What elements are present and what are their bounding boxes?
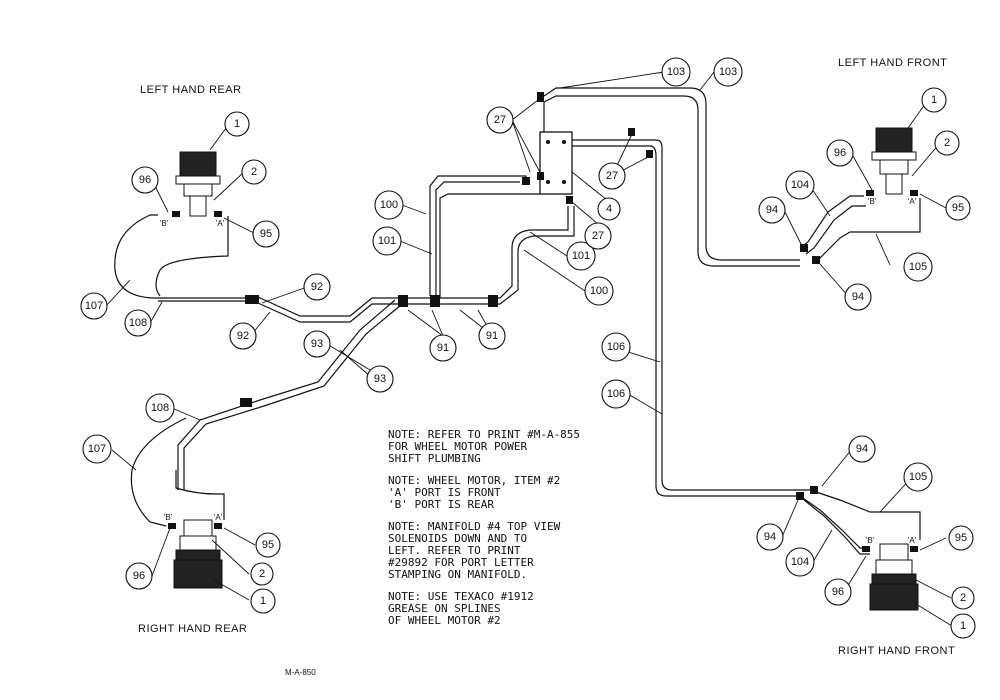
callout-96-left-front: 96	[834, 147, 846, 159]
callout-95-right-rear: 95	[262, 539, 274, 551]
callout-1-right-rear: 1	[260, 595, 266, 607]
callout-100-left: 100	[380, 199, 398, 211]
note-1-line-3: SHIFT PLUMBING	[388, 452, 481, 465]
port-b-left-rear: 'B'	[160, 219, 169, 228]
note-2-line-2: 'A' PORT IS FRONT	[388, 486, 501, 499]
callout-2-left-rear: 2	[251, 166, 257, 178]
port-b-right-front: 'B'	[866, 536, 875, 545]
callout-105-left-front: 105	[909, 261, 927, 273]
callout-27-lower: 27	[592, 230, 604, 242]
callout-100-right: 100	[590, 285, 608, 297]
wheel-motor-right-front	[862, 543, 919, 611]
port-b-right-rear: 'B'	[164, 513, 173, 522]
callout-numbers: 1 2 96 95 107 108 92 92 93 93 100 101 10…	[85, 66, 967, 632]
callout-circles	[80, 57, 976, 639]
note-1-line-1: NOTE: REFER TO PRINT #M-A-855	[388, 428, 580, 441]
callout-2-right-front: 2	[960, 592, 966, 604]
callout-1-right-front: 1	[960, 620, 966, 632]
note-2-line-1: NOTE: WHEEL MOTOR, ITEM #2	[388, 474, 560, 487]
port-a-right-rear: 'A'	[214, 513, 223, 522]
callout-104-right-front: 104	[791, 556, 809, 568]
callout-107-left-rear: 107	[85, 300, 103, 312]
callout-95-left-front: 95	[952, 202, 964, 214]
title-left-hand-rear: LEFT HAND REAR	[140, 84, 242, 96]
hose-network	[114, 87, 921, 555]
callout-108-right-rear: 108	[151, 402, 169, 414]
title-left-hand-front: LEFT HAND FRONT	[838, 57, 947, 69]
note-3-line-4: #29892 FOR PORT LETTER	[388, 556, 534, 569]
note-1-line-2: FOR WHEEL MOTOR POWER	[388, 440, 527, 453]
note-4-line-1: NOTE: USE TEXACO #1912	[388, 590, 534, 603]
callout-1-left-front: 1	[931, 94, 937, 106]
callout-95-left-rear: 95	[260, 228, 272, 240]
callout-93-right: 93	[374, 373, 386, 385]
callout-95-right-front: 95	[955, 532, 967, 544]
callout-96-right-rear: 96	[133, 570, 145, 582]
callout-108-left-rear: 108	[129, 317, 147, 329]
note-3-line-3: LEFT. REFER TO PRINT	[388, 544, 521, 557]
wheel-motor-right-rear	[168, 519, 223, 589]
title-right-hand-rear: RIGHT HAND REAR	[138, 623, 247, 635]
callout-94-left-front-a: 94	[766, 204, 778, 216]
note-4-line-2: GREASE ON SPLINES	[388, 602, 501, 615]
callout-106-lower: 106	[607, 388, 625, 400]
port-b-left-front: 'B'	[868, 197, 877, 206]
callout-93-left: 93	[311, 338, 323, 350]
callout-101-left: 101	[378, 235, 396, 247]
wheel-motor-left-front	[866, 127, 918, 196]
note-4-line-3: OF WHEEL MOTOR #2	[388, 614, 501, 627]
leader-lines	[105, 71, 953, 627]
note-3-line-1: NOTE: MANIFOLD #4 TOP VIEW	[388, 520, 561, 533]
callout-92-upper: 92	[311, 281, 323, 293]
callout-106-upper: 106	[607, 341, 625, 353]
port-a-left-rear: 'A'	[216, 219, 225, 228]
callout-1-left-rear: 1	[234, 118, 240, 130]
callout-104-left-front: 104	[791, 179, 809, 191]
callout-103-left: 103	[667, 66, 685, 78]
callout-2-left-front: 2	[944, 137, 950, 149]
callout-96-right-front: 96	[832, 586, 844, 598]
callout-94-right-front-b: 94	[764, 531, 776, 543]
note-3-line-2: SOLENOIDS DOWN AND TO	[388, 532, 527, 545]
callout-96-left-rear: 96	[139, 174, 151, 186]
callout-91-right: 91	[486, 330, 498, 342]
callout-105-right-front: 105	[909, 471, 927, 483]
callout-94-right-front-a: 94	[856, 443, 868, 455]
title-right-hand-front: RIGHT HAND FRONT	[838, 645, 955, 657]
drawing-number: M-A-850	[285, 668, 316, 677]
callout-4-manifold: 4	[606, 203, 612, 215]
callout-27-left: 27	[494, 114, 506, 126]
callout-2-right-rear: 2	[259, 568, 265, 580]
wheel-motor-left-rear	[172, 151, 222, 217]
callout-91-left: 91	[437, 342, 449, 354]
callout-103-right: 103	[719, 66, 737, 78]
callout-27-right: 27	[606, 170, 618, 182]
notes-block: NOTE: REFER TO PRINT #M-A-855 FOR WHEEL …	[388, 428, 580, 627]
callout-101-right: 101	[572, 250, 590, 262]
callout-92-lower: 92	[237, 330, 249, 342]
manifold	[522, 92, 653, 204]
callout-94-left-front-b: 94	[852, 291, 864, 303]
note-3-line-5: STAMPING ON MANIFOLD.	[388, 568, 527, 581]
callout-107-right-rear: 107	[88, 443, 106, 455]
port-a-left-front: 'A'	[908, 197, 917, 206]
port-a-right-front: 'A'	[908, 536, 917, 545]
note-2-line-3: 'B' PORT IS REAR	[388, 498, 494, 511]
